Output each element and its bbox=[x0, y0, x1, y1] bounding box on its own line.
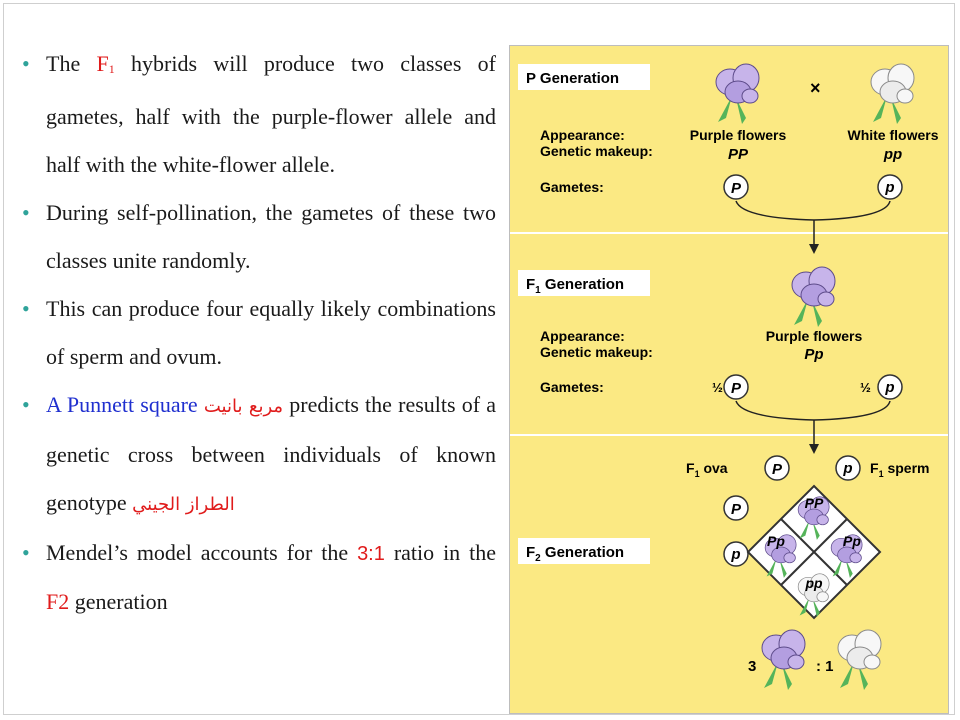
f1-half-right: ½ bbox=[860, 380, 871, 395]
ratio-purple-flower-icon bbox=[761, 629, 806, 691]
genotype-arabic: الطراز الجيني bbox=[132, 494, 235, 515]
ratio-white-flower-icon bbox=[837, 629, 882, 691]
f1-appearance-label: Appearance: bbox=[540, 328, 625, 344]
f1-generation-label: F1 Generation bbox=[526, 276, 624, 296]
p-gamete-p: p bbox=[884, 179, 894, 196]
p-generation-box bbox=[518, 64, 650, 90]
punnett-cell-PP: PP bbox=[805, 495, 824, 511]
white-flower-icon bbox=[870, 63, 915, 125]
punnett-cell-Pp-right: Pp bbox=[843, 533, 861, 549]
p-right-appearance: White flowers bbox=[847, 127, 938, 143]
f1-gametes-label: Gametes: bbox=[540, 379, 604, 395]
sperm-circle-p bbox=[835, 455, 861, 481]
p-left-appearance: Purple flowers bbox=[690, 127, 787, 143]
svg-text:P: P bbox=[772, 461, 783, 478]
ratio-value: 3:1 bbox=[357, 543, 385, 565]
arrow-to-f2 bbox=[809, 444, 819, 454]
divider-2 bbox=[510, 434, 948, 436]
mendel-cross-figure: P Generation × Appearance: Genetic makeu… bbox=[509, 45, 949, 714]
f1-appearance: Purple flowers bbox=[766, 328, 863, 344]
f1-ova-label: F1 ova bbox=[686, 460, 728, 479]
svg-text:p: p bbox=[842, 460, 852, 477]
punnett-cell-Pp-left: Pp bbox=[767, 533, 785, 549]
arrow-to-f1 bbox=[809, 244, 819, 254]
cross-symbol: × bbox=[810, 78, 821, 98]
bullet-combinations: This can produce four equally likely com… bbox=[22, 285, 496, 381]
p-gamete-circle-p bbox=[877, 174, 903, 200]
f1-makeup-label: Genetic makeup: bbox=[540, 344, 653, 360]
bullet-f1-gametes: The F1 hybrids will produce two classes … bbox=[22, 40, 496, 189]
bullet-list: The F1 hybrids will produce two classes … bbox=[22, 40, 496, 626]
p-merge-line bbox=[735, 200, 891, 221]
bullet-self-pollination: During self-pollination, the gametes of … bbox=[22, 189, 496, 285]
p-appearance-label: Appearance: bbox=[540, 127, 625, 143]
ova-circle-p bbox=[723, 541, 749, 567]
f1-label: F1 bbox=[96, 51, 115, 76]
divider-1 bbox=[510, 232, 948, 234]
ratio-one: : 1 bbox=[816, 658, 834, 675]
p-gametes-label: Gametes: bbox=[540, 179, 604, 195]
bullet-punnett: A Punnett square مربع بانيت predicts the… bbox=[22, 381, 496, 529]
bullet-ratio: Mendel’s model accounts for the 3:1 rati… bbox=[22, 529, 496, 626]
purple-flower-icon bbox=[715, 63, 760, 125]
f1-merge-line bbox=[735, 400, 891, 421]
p-right-genotype: pp bbox=[883, 146, 902, 163]
f1-gamete-p: p bbox=[884, 379, 894, 396]
sperm-circle-P bbox=[764, 455, 790, 481]
f1-generation-box bbox=[518, 270, 650, 296]
p-makeup-label: Genetic makeup: bbox=[540, 143, 653, 159]
f2-generation-box bbox=[518, 538, 650, 564]
f2-label: F2 bbox=[46, 589, 70, 614]
ratio-three: 3 bbox=[748, 658, 756, 675]
f1-genotype: Pp bbox=[804, 346, 823, 363]
p-generation-label: P Generation bbox=[526, 70, 619, 87]
f1-gamete-P: P bbox=[731, 380, 742, 397]
svg-text:P: P bbox=[731, 501, 742, 518]
f1-half-left: ½ bbox=[712, 380, 723, 395]
p-gamete-P: P bbox=[731, 180, 742, 197]
punnett-term: A Punnett square bbox=[46, 392, 198, 417]
f1-sperm-label: F1 sperm bbox=[870, 460, 930, 479]
p-left-genotype: PP bbox=[728, 146, 749, 163]
punnett-square: PP Pp Pp pp bbox=[746, 484, 882, 620]
punnett-arabic: مربع بانيت bbox=[203, 396, 284, 417]
slide-frame bbox=[3, 3, 955, 715]
punnett-cell-pp: pp bbox=[804, 575, 823, 591]
ova-circle-P bbox=[723, 495, 749, 521]
svg-text:p: p bbox=[730, 546, 740, 563]
p-gamete-circle-P bbox=[723, 174, 749, 200]
f2-generation-label: F2 Generation bbox=[526, 544, 624, 564]
f1-purple-flower-icon bbox=[791, 266, 836, 328]
